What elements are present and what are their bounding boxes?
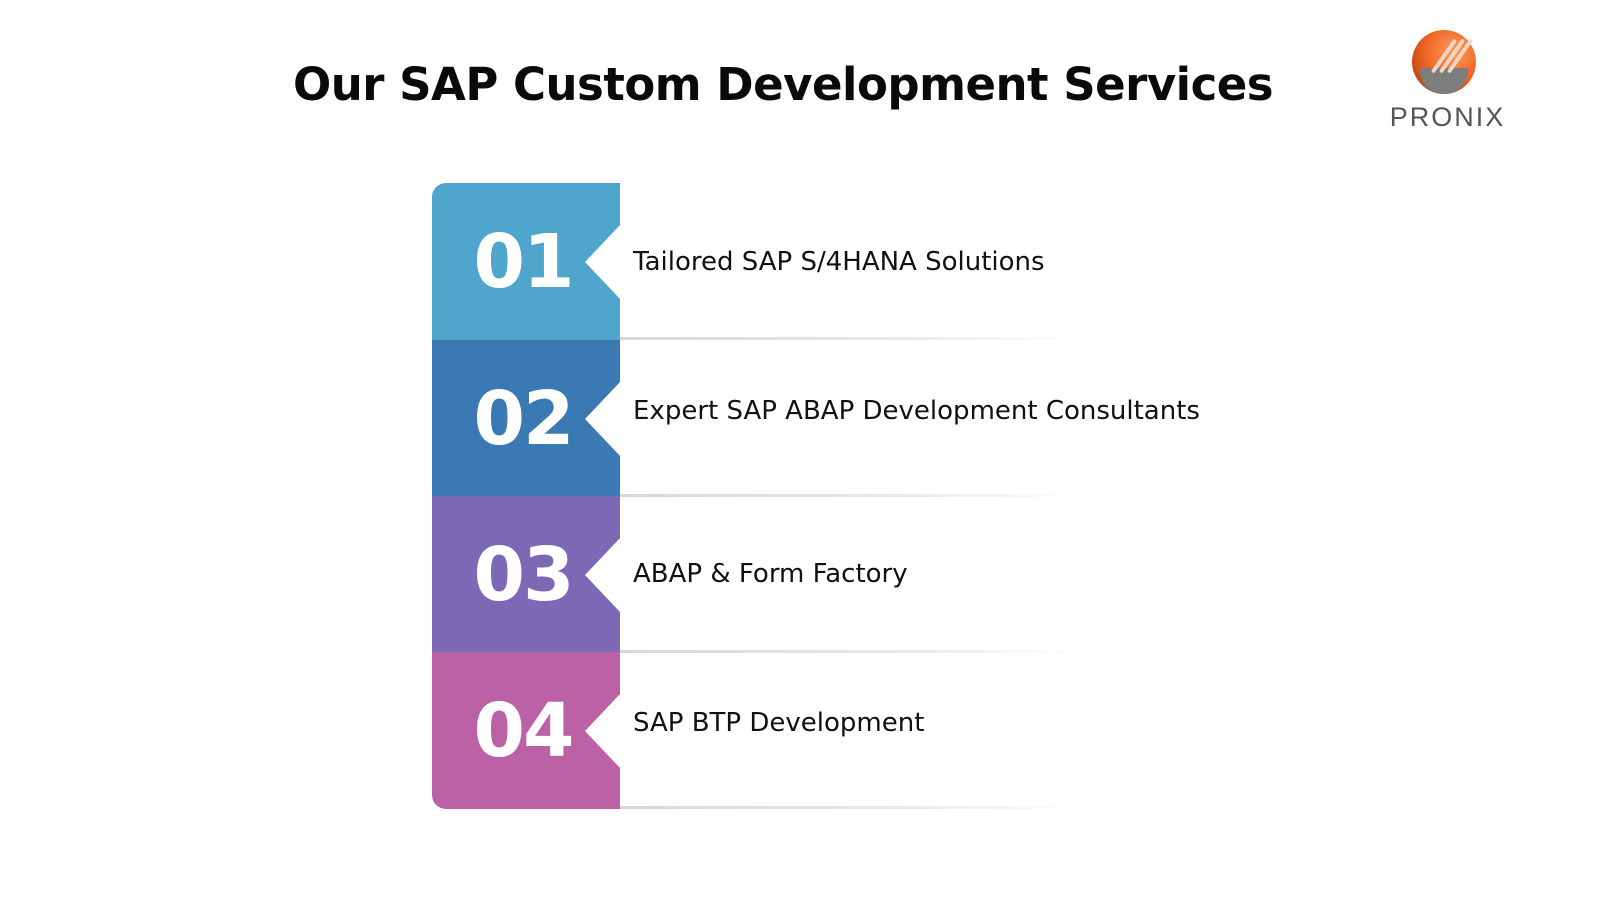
divider [620, 494, 1080, 497]
pronix-logo: PRONIX [1370, 28, 1525, 138]
notch-arrow-icon [585, 537, 621, 613]
number-block: 01 [432, 183, 621, 340]
service-item: 02 Expert SAP ABAP Development Consultan… [432, 340, 1200, 497]
divider [620, 337, 1080, 340]
item-number: 02 [473, 376, 575, 462]
item-number: 03 [473, 532, 575, 618]
divider [620, 650, 1080, 653]
divider [620, 806, 1080, 809]
number-block: 02 [432, 340, 621, 497]
notch-arrow-icon [585, 381, 621, 457]
notch-arrow-icon [585, 693, 621, 769]
item-label: ABAP & Form Factory [633, 559, 908, 589]
item-number: 04 [473, 688, 575, 774]
number-block: 03 [432, 496, 621, 653]
item-number: 01 [473, 219, 575, 305]
page-title: Our SAP Custom Development Services [292, 58, 1274, 111]
logo-text: PRONIX [1389, 102, 1506, 132]
service-item: 03 ABAP & Form Factory [432, 496, 1132, 653]
service-item: 04 SAP BTP Development [432, 652, 1132, 809]
item-label: Tailored SAP S/4HANA Solutions [633, 247, 1045, 277]
globe-logo-icon [1412, 30, 1476, 94]
service-item: 01 Tailored SAP S/4HANA Solutions [432, 183, 1132, 340]
number-block: 04 [432, 652, 621, 809]
notch-arrow-icon [585, 224, 621, 300]
item-label: SAP BTP Development [633, 708, 925, 738]
item-label: Expert SAP ABAP Development Consultants [633, 396, 1200, 426]
